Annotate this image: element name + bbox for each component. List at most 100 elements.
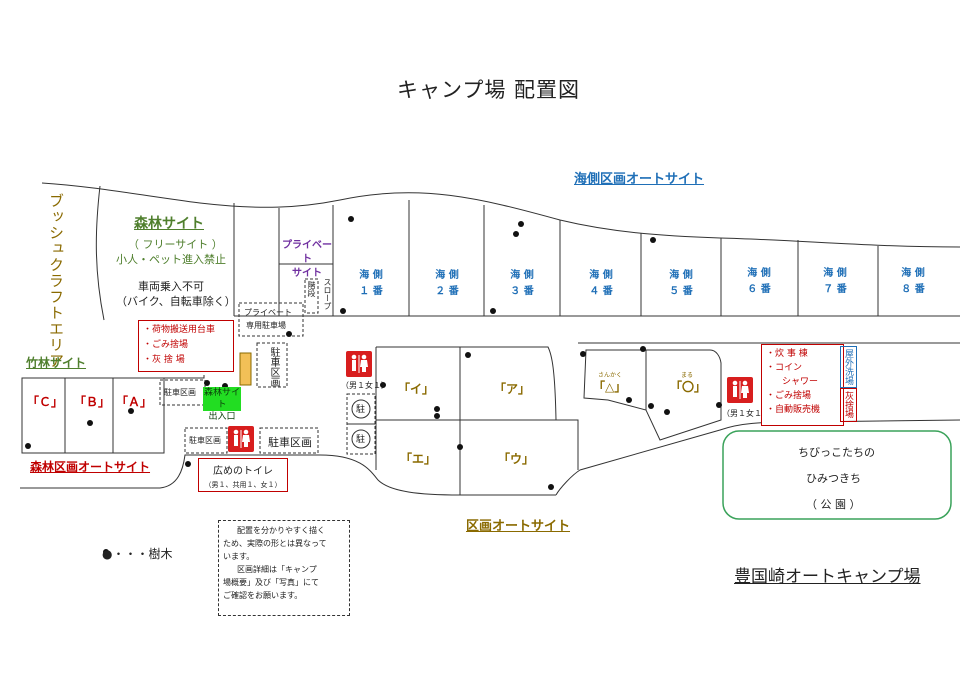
bush-area-label: ブッシュクラフトエリア [47, 193, 65, 369]
note-box: 配置を分かりやすく描く ため、実際の形とは異なって います。 区画詳細は「キャン… [218, 520, 350, 616]
kitchen-label: ・炊 事 棟 [766, 349, 808, 359]
tree-marker [650, 237, 656, 243]
forest-free-label: （ フリーサイト ） [128, 238, 223, 251]
sea-auto-title: 海側区画オートサイト [574, 172, 705, 187]
forest-auto-title: 森林区画オートサイト [30, 460, 151, 474]
auto-site-sankaku-ruby: さんかく [598, 372, 623, 379]
campground-brand: 豊国崎オートキャンプ場 [734, 567, 921, 587]
forest-site-title: 森林サイト [134, 216, 204, 232]
tree-marker [340, 308, 346, 314]
wide-toilet-label: 広めのトイレ [213, 466, 273, 477]
tree-marker [513, 231, 519, 237]
tree-marker [380, 382, 386, 388]
coin-label: ・コイン [766, 363, 803, 373]
parking-area-small: 駐車区画 [164, 388, 196, 397]
bush-area-boundary [95, 185, 105, 321]
tree-legend: ●・・・樹木 [102, 547, 173, 561]
tree-marker [434, 406, 440, 412]
tree-marker [128, 408, 134, 414]
note-line-3: います。 [223, 552, 255, 561]
ash-area-label: 灰捨場 [840, 388, 857, 422]
trash-label: ・ごみ捨場 [766, 391, 812, 401]
tree-marker [518, 221, 524, 227]
facility-cart: ・荷物搬送用台車 [143, 325, 216, 335]
toilet-icon [228, 426, 254, 452]
toilet-icon [346, 351, 372, 377]
vehicle-rule-sub-label: （バイク、自転車除く） [116, 295, 236, 308]
tree-marker [580, 351, 586, 357]
forest-entrance-sign: 森林サイト 出入口 [203, 387, 241, 422]
tree-marker [648, 403, 654, 409]
facility-ash: ・灰 捨 場 [143, 355, 185, 365]
tree-marker [222, 383, 228, 389]
bamboo-site-a: 「Ａ」 [116, 395, 153, 409]
auto-site-title: 区画オートサイト [466, 519, 571, 534]
tree-marker [87, 420, 93, 426]
auto-site-u: 「ウ」 [498, 452, 535, 466]
vending-label: ・自動販売機 [766, 405, 821, 415]
tree-marker [185, 461, 191, 467]
facilities-box: ・荷物搬送用台車 ・ごみ捨場 ・灰 捨 場 [138, 320, 234, 372]
tree-marker [465, 352, 471, 358]
tree-marker [716, 402, 722, 408]
wide-toilet-detail: （男１、共用１、女１） [204, 481, 282, 489]
tree-marker [626, 397, 632, 403]
parking-area-small2: 駐車区画 [189, 436, 221, 445]
tree-marker [348, 216, 354, 222]
coastline [41, 182, 961, 248]
private-parking-label: プライベート [244, 308, 292, 317]
parking-area-vertical: 駐車区画 [268, 347, 279, 387]
tree-marker [103, 549, 109, 555]
bamboo-site-c: 「Ｃ」 [27, 395, 64, 409]
auto-site-i: 「イ」 [398, 382, 435, 396]
note-line-4: 区画詳細は「キャンプ [237, 565, 317, 574]
park-label-1: ちびっこたちの [798, 446, 875, 459]
wide-toilet-box: 広めのトイレ （男１、共用１、女１） [198, 458, 288, 492]
tree-marker [457, 444, 463, 450]
tree-marker [434, 413, 440, 419]
note-line-6: ご確認をお願います。 [223, 591, 303, 600]
park-label-3: （ 公 園 ） [806, 498, 861, 511]
auto-site-e: 「エ」 [400, 452, 437, 466]
bamboo-site-title: 竹林サイト [26, 356, 87, 370]
parking-icon: 駐 [350, 428, 372, 450]
tree-marker [664, 409, 670, 415]
vehicle-rule-label: 車両乗入不可 [138, 280, 204, 293]
bamboo-site-b: 「Ｂ」 [74, 395, 111, 409]
auto-site-maru: 「〇」 [670, 380, 707, 394]
note-line-2: ため、実際の形とは異なって [223, 539, 327, 548]
stairs-label: 階段 [307, 281, 316, 297]
parking-icon: 駐 [350, 398, 372, 420]
slope-label: スロープ [323, 278, 332, 310]
tree-marker [640, 346, 646, 352]
shower-label: シャワー [782, 377, 819, 387]
toilet-capacity-2: （男１女１） [722, 409, 770, 418]
note-line-5: 場概要」及び「写真」にて [223, 578, 319, 587]
park-label-2: ひみつきち [806, 472, 861, 485]
tree-marker [204, 380, 210, 386]
auto-site-a: 「ア」 [494, 382, 531, 396]
tree-marker [490, 308, 496, 314]
auto-site-sankaku: 「△」 [593, 380, 627, 394]
private-parking-sub-label: 専用駐車場 [246, 321, 286, 330]
tree-marker [548, 484, 554, 490]
parking-area-label: 駐車区画 [268, 436, 312, 449]
kitchen-box: ・炊 事 棟 ・コイン シャワー ・ごみ捨場 ・自動販売機 [761, 344, 844, 426]
toilet-icon [727, 377, 753, 403]
forest-rule-label: 小人・ペット進入禁止 [116, 253, 226, 266]
toilet-capacity-1: （男１女１） [341, 381, 389, 390]
note-line-1: 配置を分かりやすく描く [237, 526, 325, 535]
outdoor-wash-label: 屋外洗場 [840, 346, 857, 388]
private-site-label: プライベート サイト [282, 240, 332, 279]
auto-site-maru-ruby: まる [681, 372, 694, 379]
tree-marker [286, 331, 292, 337]
